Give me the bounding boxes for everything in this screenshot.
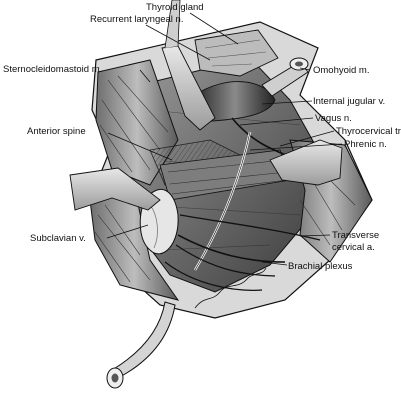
label-transverse-line2: cervical a.: [332, 242, 375, 253]
label-subclavian: Subclavian v.: [30, 233, 86, 244]
brachial-plexus: [177, 234, 286, 263]
retractor-right: [269, 139, 343, 186]
label-thyroid-gland: Thyroid gland: [146, 2, 204, 13]
artist-signature: [194, 267, 267, 309]
label-brachial-plexus: Brachial plexus: [288, 261, 353, 272]
retractor-top-left-handle: [164, 0, 181, 49]
label-internal-jugular: Internal jugular v.: [313, 96, 385, 107]
thyroid-gland: [194, 29, 279, 77]
label-phrenic: Phrenic n.: [344, 139, 387, 150]
label-anterior-spine: Anterior spine: [27, 126, 86, 137]
leader-lines: [106, 12, 343, 266]
label-transverse-line1: Transverse: [332, 230, 379, 241]
label-thyrocervical: Thyrocervical tr: [336, 126, 401, 137]
internal-jugular-vein: [194, 81, 276, 123]
label-recurrent-laryngeal: Recurrent laryngeal n.: [90, 14, 183, 25]
label-vagus: Vagus n.: [315, 113, 352, 124]
label-sternocleidomastoid: Sternocleidomastoid m.: [3, 64, 102, 75]
omohyoid-muscle: [261, 61, 309, 97]
retractor-left: [69, 167, 161, 211]
label-omohyoid: Omohyoid m.: [313, 65, 370, 76]
